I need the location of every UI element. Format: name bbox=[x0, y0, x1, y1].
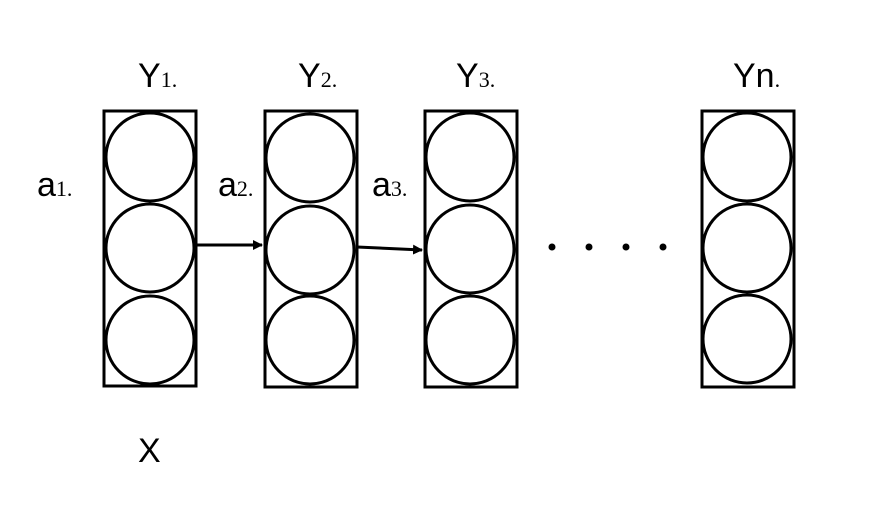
column-1-node-2 bbox=[104, 202, 196, 294]
side-label-a2: a2. bbox=[218, 166, 253, 204]
column-1-label-sub: 1. bbox=[161, 67, 178, 92]
column-1-box bbox=[102, 109, 198, 388]
column-1: Y1. bbox=[102, 57, 198, 388]
column-3-label-main: Y bbox=[456, 57, 479, 95]
ellipsis-dot-2 bbox=[585, 243, 593, 251]
column-n-node-1 bbox=[701, 111, 793, 203]
column-n: Yn. bbox=[700, 57, 796, 389]
column-2: Y2. bbox=[263, 57, 359, 389]
column-1-node-1 bbox=[104, 111, 196, 203]
column-1-label: Y1. bbox=[138, 57, 177, 95]
column-3-node-2 bbox=[424, 203, 516, 295]
side-label-a3: a3. bbox=[372, 166, 407, 204]
column-2-node-1 bbox=[264, 112, 356, 204]
ellipsis-dot-4 bbox=[659, 243, 667, 251]
column-n-label: Yn. bbox=[733, 57, 780, 95]
ellipsis-dot-1 bbox=[548, 243, 556, 251]
side-label-a1-main: a bbox=[37, 166, 56, 204]
ellipsis-dot-3 bbox=[622, 243, 630, 251]
side-label-a1: a1. bbox=[37, 166, 72, 204]
side-label-a2-sub: 2. bbox=[237, 176, 254, 201]
column-2-node-3 bbox=[264, 294, 356, 386]
column-3-label-sub: 3. bbox=[479, 67, 496, 92]
column-3-node-1 bbox=[424, 111, 516, 203]
side-label-a1-sub: 1. bbox=[56, 176, 73, 201]
column-3-label: Y3. bbox=[456, 57, 495, 95]
column-n-box bbox=[700, 109, 796, 389]
input-label-x: X bbox=[138, 432, 161, 470]
column-3-node-3 bbox=[424, 294, 516, 386]
column-1-node-3 bbox=[104, 294, 196, 386]
column-2-label-sub: 2. bbox=[321, 67, 338, 92]
column-2-label: Y2. bbox=[298, 57, 337, 95]
side-label-a3-sub: 3. bbox=[391, 176, 408, 201]
side-label-a2-main: a bbox=[218, 166, 237, 204]
column-3: Y3. bbox=[423, 57, 519, 389]
column-n-node-3 bbox=[701, 293, 793, 385]
side-label-a3-main: a bbox=[372, 166, 391, 204]
column-2-node-2 bbox=[264, 204, 356, 296]
column-2-box bbox=[263, 109, 359, 389]
column-1-label-main: Y bbox=[138, 57, 161, 95]
ellipsis-dots bbox=[548, 243, 667, 251]
arrow-column-2-to-3 bbox=[356, 244, 423, 255]
column-n-label-main: Yn bbox=[733, 57, 775, 95]
column-2-label-main: Y bbox=[298, 57, 321, 95]
column-n-label-sub: . bbox=[775, 67, 781, 92]
column-n-node-2 bbox=[701, 202, 793, 294]
column-3-box bbox=[423, 109, 519, 389]
